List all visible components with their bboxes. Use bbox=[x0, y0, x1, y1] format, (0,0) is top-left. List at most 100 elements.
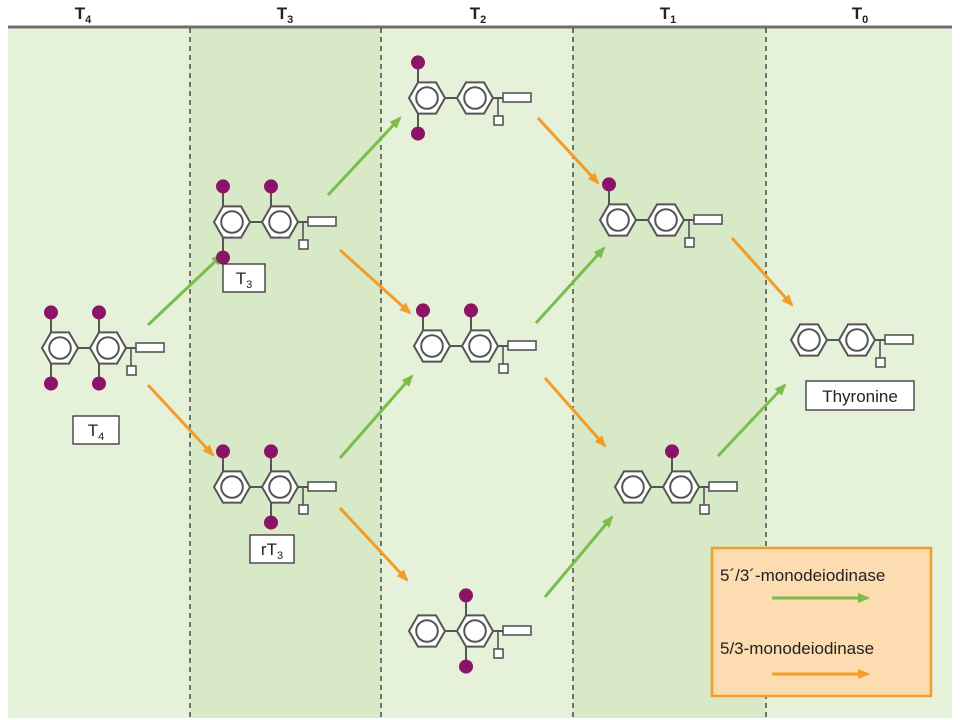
label-box-t4 bbox=[72, 415, 120, 445]
iodine-atom bbox=[411, 126, 425, 141]
aromatic-circle bbox=[845, 328, 869, 352]
side-chain-amine bbox=[875, 357, 886, 368]
legend: 5´/3´-monodeiodinase 5/3-monodeiodinase bbox=[710, 546, 933, 698]
iodine-atom bbox=[92, 305, 106, 320]
column-header-t2: T2 bbox=[470, 4, 487, 26]
molecule-t2a bbox=[407, 55, 532, 141]
aromatic-circle bbox=[268, 210, 292, 234]
benzene-ring bbox=[212, 205, 252, 239]
column-header-t3: T3 bbox=[277, 4, 294, 26]
side-chain-carboxyl bbox=[307, 481, 337, 492]
reaction-arrow-green bbox=[146, 253, 224, 327]
reaction-arrow-orange bbox=[338, 506, 409, 582]
aromatic-circle bbox=[606, 208, 630, 232]
legend-label-5: 5/3-monodeiodinase bbox=[720, 639, 874, 658]
side-chain-carboxyl bbox=[502, 625, 532, 636]
aromatic-circle bbox=[621, 475, 645, 499]
molecule-label-t4: T4 bbox=[88, 421, 105, 443]
benzene-ring bbox=[88, 331, 128, 365]
reaction-arrow-green bbox=[716, 383, 787, 458]
reaction-arrow-orange bbox=[338, 248, 412, 315]
benzene-ring bbox=[789, 323, 829, 357]
legend-label-5prime: 5´/3´-monodeiodinase bbox=[720, 566, 885, 585]
benzene-ring bbox=[455, 81, 495, 115]
aromatic-circle bbox=[268, 475, 292, 499]
molecule-t4 bbox=[40, 305, 165, 391]
iodine-atom bbox=[216, 179, 230, 194]
reaction-arrow-green bbox=[326, 116, 402, 197]
iodine-atom bbox=[602, 177, 616, 192]
molecules bbox=[40, 55, 914, 674]
side-chain-carboxyl bbox=[708, 481, 738, 492]
benzene-ring bbox=[837, 323, 877, 357]
column-header-t4: T4 bbox=[75, 4, 92, 26]
side-chain-carboxyl bbox=[507, 340, 537, 351]
benzene-ring bbox=[40, 331, 80, 365]
reaction-arrows bbox=[146, 116, 794, 598]
side-chain-carboxyl bbox=[307, 216, 337, 227]
benzene-ring bbox=[646, 203, 686, 237]
column-band-t2 bbox=[381, 28, 573, 718]
side-chain-amine bbox=[298, 239, 309, 250]
reaction-arrow-orange bbox=[536, 116, 600, 185]
side-chain-amine bbox=[498, 363, 509, 374]
iodine-atom bbox=[411, 55, 425, 70]
aromatic-circle bbox=[48, 336, 72, 360]
iodine-atom bbox=[459, 588, 473, 603]
reaction-arrow-orange bbox=[146, 383, 215, 457]
iodine-atom bbox=[416, 303, 430, 318]
iodine-atom bbox=[264, 179, 278, 194]
molecule-t2c bbox=[407, 588, 532, 674]
molecule-label-t3: T3 bbox=[236, 269, 253, 291]
iodine-atom bbox=[216, 444, 230, 459]
aromatic-circle bbox=[669, 475, 693, 499]
molecule-t1a bbox=[598, 177, 723, 248]
legend-box bbox=[710, 546, 933, 698]
aromatic-circle bbox=[797, 328, 821, 352]
label-box-thyronine bbox=[805, 380, 915, 411]
label-box-t3 bbox=[222, 263, 266, 293]
benzene-ring bbox=[260, 470, 300, 504]
column-header-t1: T1 bbox=[660, 4, 677, 26]
side-chain-amine bbox=[493, 115, 504, 126]
iodine-atom bbox=[264, 515, 278, 530]
molecule-label-rt3: rT3 bbox=[261, 540, 283, 562]
reaction-arrow-green bbox=[338, 374, 414, 459]
aromatic-circle bbox=[468, 334, 492, 358]
side-chain-amine bbox=[298, 504, 309, 515]
molecule-t0 bbox=[789, 323, 914, 368]
iodine-atom bbox=[665, 444, 679, 459]
side-chain-carboxyl bbox=[884, 334, 914, 345]
reaction-arrow-green bbox=[534, 246, 606, 325]
side-chain-carboxyl bbox=[502, 92, 532, 103]
benzene-ring bbox=[460, 329, 500, 363]
iodine-atom bbox=[216, 250, 230, 265]
benzene-ring bbox=[412, 329, 452, 363]
aromatic-circle bbox=[654, 208, 678, 232]
benzene-ring bbox=[598, 203, 638, 237]
aromatic-circle bbox=[420, 334, 444, 358]
iodine-atom bbox=[464, 303, 478, 318]
molecule-t2b bbox=[412, 303, 537, 374]
benzene-ring bbox=[455, 614, 495, 648]
reaction-arrow-green bbox=[543, 515, 614, 598]
molecule-label-thyronine: Thyronine bbox=[822, 387, 898, 406]
reaction-arrow-orange bbox=[543, 377, 607, 448]
benzene-ring bbox=[260, 205, 300, 239]
benzene-ring bbox=[407, 614, 447, 648]
side-chain-amine bbox=[493, 648, 504, 659]
iodine-atom bbox=[92, 376, 106, 391]
aromatic-circle bbox=[463, 619, 487, 643]
column-band-t3 bbox=[190, 28, 381, 718]
aromatic-circle bbox=[96, 336, 120, 360]
side-chain-carboxyl bbox=[693, 214, 723, 225]
side-chain-amine bbox=[699, 504, 710, 515]
side-chain-amine bbox=[126, 365, 137, 376]
aromatic-circle bbox=[415, 86, 439, 110]
iodine-atom bbox=[44, 305, 58, 320]
aromatic-circle bbox=[415, 619, 439, 643]
iodine-atom bbox=[264, 444, 278, 459]
iodine-atom bbox=[459, 659, 473, 674]
